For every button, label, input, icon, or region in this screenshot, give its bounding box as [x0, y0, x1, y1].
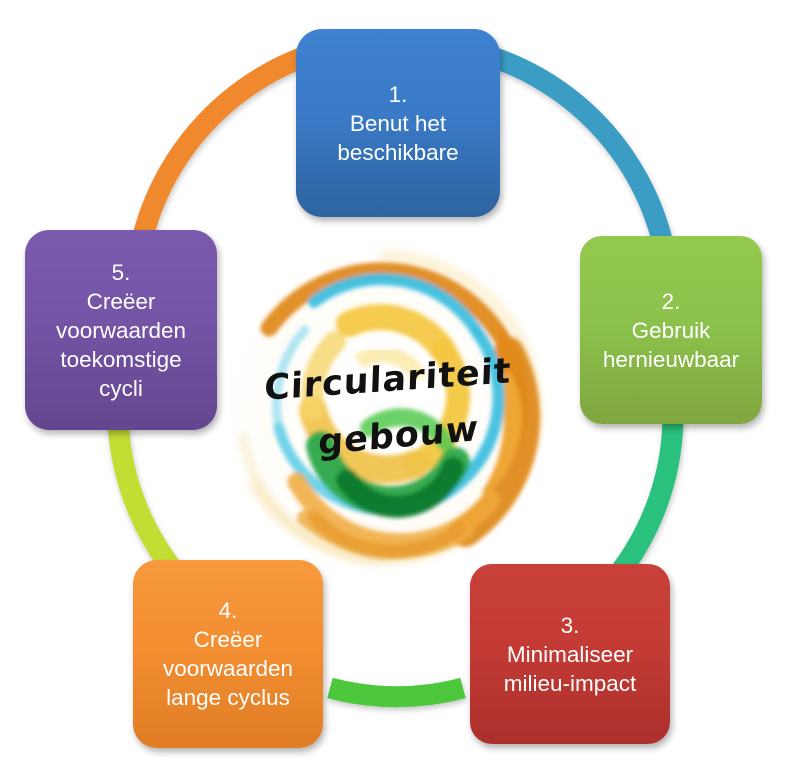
connector-5-to-1 — [127, 41, 322, 262]
connector-1-to-2 — [482, 44, 677, 260]
node-2-label: 2. Gebruik hernieuwbaar — [602, 288, 740, 372]
node-1-benut-het-beschikbare[interactable]: 1. Benut het beschikbare — [296, 29, 500, 217]
node-4-creeer-voorwaarden-lange-cyclus[interactable]: 4. Creëer voorwaarden lange cyclus — [133, 560, 323, 748]
node-2-gebruik-hernieuwbaar[interactable]: 2. Gebruik hernieuwbaar — [580, 236, 762, 424]
node-3-label: 3. Minimaliseer milieu-impact — [503, 612, 637, 696]
connector-3-to-4 — [327, 677, 466, 708]
node-5-creeer-voorwaarden-toekomstige-cycli[interactable]: 5. Creëer voorwaarden toekomstige cycli — [25, 230, 217, 430]
node-1-label: 1. Benut het beschikbare — [337, 81, 459, 165]
node-4-label: 4. Creëer voorwaarden lange cyclus — [162, 598, 294, 710]
node-3-minimaliseer-milieu-impact[interactable]: 3. Minimaliseer milieu-impact — [470, 564, 670, 744]
node-5-label: 5. Creëer voorwaarden toekomstige cycli — [55, 259, 187, 401]
circular-swirl-graphic — [209, 232, 561, 584]
connector-2-to-3 — [599, 419, 684, 595]
